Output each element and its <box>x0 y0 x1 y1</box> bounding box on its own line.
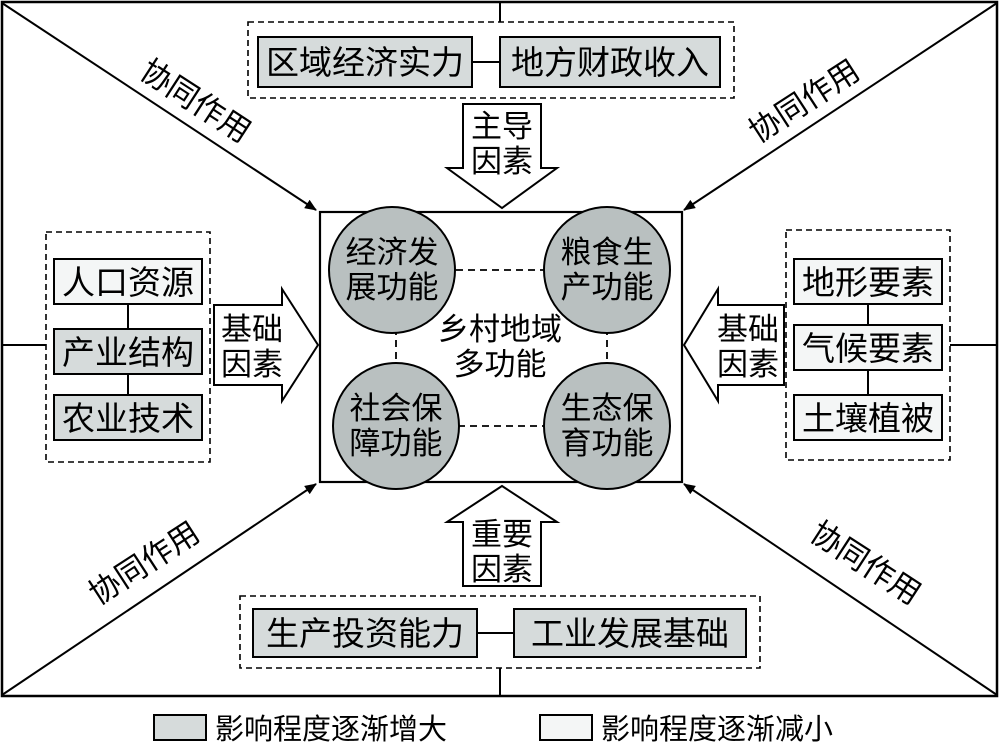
basic-factor-left-label-2: 因素 <box>221 347 283 383</box>
top-factor-box-right <box>499 36 721 88</box>
grain-function-circle <box>543 206 671 334</box>
left-factor-label-2: 产业结构 <box>62 333 194 372</box>
bottom-factor-right-label: 工业发展基础 <box>531 614 729 653</box>
right-factor-label-3: 土壤植被 <box>802 399 934 438</box>
dominant-factor-label-2: 因素 <box>471 144 533 180</box>
right-factor-box-1 <box>793 258 943 305</box>
important-factor-arrow <box>443 484 561 587</box>
social-function-label-1: 社会保 <box>350 391 443 427</box>
economic-function-label-2: 展功能 <box>346 270 439 306</box>
social-function-circle <box>332 362 460 490</box>
top-factor-box-left <box>257 36 473 88</box>
basic-factor-right-label-2: 因素 <box>717 347 779 383</box>
bottom-factor-box-right <box>513 608 747 658</box>
synergy-arrow-top-left <box>1 2 317 211</box>
ecological-function-label-2: 育功能 <box>561 426 654 462</box>
ecological-function-label-1: 生态保 <box>561 391 654 427</box>
legend-swatch-decreasing <box>539 714 593 741</box>
right-factor-box-3 <box>793 394 943 441</box>
social-function-label-2: 障功能 <box>350 426 443 462</box>
center-title-2: 多功能 <box>454 347 547 383</box>
important-factor-label-2: 因素 <box>471 552 533 588</box>
synergy-label-bottom-left: 协同作用 <box>83 515 207 613</box>
top-factor-right-label: 地方财政收入 <box>511 43 709 82</box>
right-factor-label-1: 地形要素 <box>802 263 934 302</box>
basic-factor-right-label-1: 基础 <box>717 312 779 348</box>
dominant-factor-arrow <box>443 103 561 210</box>
left-factor-box-1 <box>53 258 203 305</box>
dominant-factor-label-1: 主导 <box>471 109 533 145</box>
synergy-label-bottom-right: 协同作用 <box>804 515 928 613</box>
economic-function-circle <box>328 206 456 334</box>
center-title-1: 乡村地域 <box>438 312 562 348</box>
legend-label-decreasing: 影响程度逐渐减小 <box>601 712 833 746</box>
left-group-dashed-box <box>45 231 211 463</box>
basic-factor-left-label-1: 基础 <box>221 312 283 348</box>
grain-function-label-2: 产功能 <box>561 270 654 306</box>
right-group-dashed-box <box>785 229 951 461</box>
basic-factor-arrow-right <box>682 285 785 405</box>
economic-function-label-1: 经济发 <box>346 235 439 271</box>
right-factor-label-2: 气候要素 <box>802 329 934 368</box>
legend-label-increasing: 影响程度逐渐增大 <box>215 712 447 746</box>
basic-factor-arrow-left <box>213 285 320 405</box>
synergy-arrow-bottom-left <box>1 483 317 696</box>
grain-function-label-1: 粮食生 <box>561 235 654 271</box>
left-factor-label-1: 人口资源 <box>62 263 194 302</box>
left-factor-label-3: 农业技术 <box>62 399 194 438</box>
left-factor-box-2 <box>53 328 203 375</box>
important-factor-label-1: 重要 <box>471 517 533 553</box>
synergy-arrow-bottom-right <box>683 483 998 696</box>
legend-swatch-increasing <box>153 714 207 741</box>
bottom-factor-left-label: 生产投资能力 <box>266 614 464 653</box>
synergy-arrow-top-right <box>683 2 998 211</box>
top-group-dashed-box <box>247 21 735 99</box>
left-factor-box-3 <box>53 394 203 441</box>
right-factor-box-2 <box>793 324 943 371</box>
ecological-function-circle <box>543 362 671 490</box>
bottom-factor-box-left <box>252 608 478 658</box>
bottom-group-dashed-box <box>239 595 761 669</box>
top-factor-left-label: 区域经济实力 <box>266 43 464 82</box>
